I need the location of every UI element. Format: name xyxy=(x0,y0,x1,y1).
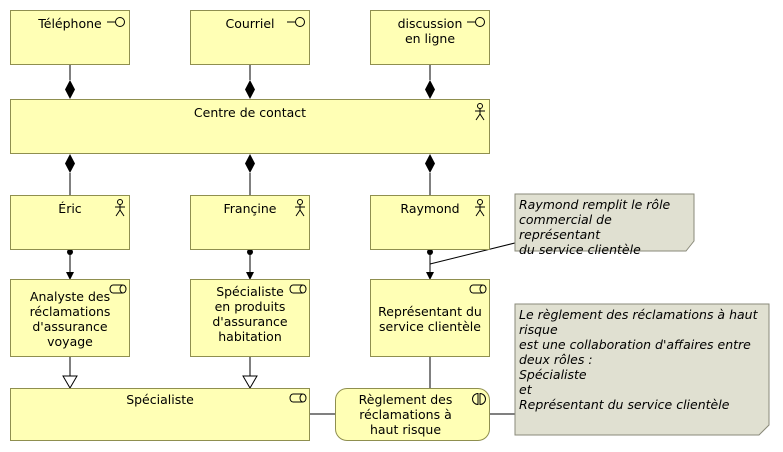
actor-raymond[interactable]: Raymond xyxy=(370,195,490,250)
composition-telephone-centre[interactable] xyxy=(65,64,75,99)
assignment-francine-specialiste[interactable] xyxy=(246,249,254,280)
role-specialiste-label: Spécialiste xyxy=(126,392,194,407)
role-icon xyxy=(289,284,307,294)
collaboration-centre-de-contact[interactable]: Centre de contact xyxy=(10,99,490,154)
actor-icon xyxy=(475,199,485,217)
interface-telephone[interactable]: Téléphone xyxy=(10,10,130,65)
role-icon xyxy=(469,284,487,294)
role-specialiste[interactable]: Spécialiste xyxy=(10,388,310,441)
interaction-reglement-label: Règlement des réclamations à haut risque xyxy=(358,392,453,437)
composition-centre-francine[interactable] xyxy=(245,154,255,195)
note-shape-raymond xyxy=(514,193,695,252)
actor-eric[interactable]: Éric xyxy=(10,195,130,250)
composition-courriel-centre[interactable] xyxy=(245,64,255,99)
interaction-reglement-reclamations[interactable]: Règlement des réclamations à haut risque xyxy=(335,388,490,441)
interface-telephone-label: Téléphone xyxy=(38,16,102,31)
interface-icon xyxy=(287,17,305,27)
role-specialiste-assurance-habitation[interactable]: Spécialiste en produits d'assurance habi… xyxy=(190,279,310,357)
interface-discussion-en-ligne[interactable]: discussion en ligne xyxy=(370,10,490,65)
interface-icon xyxy=(107,17,125,27)
collaboration-centre-label: Centre de contact xyxy=(193,105,307,120)
actor-eric-label: Éric xyxy=(58,201,82,216)
note-reglement-collaboration: Le règlement des réclamations à haut ris… xyxy=(519,307,758,412)
role-icon xyxy=(109,284,127,294)
actor-francine[interactable]: Françine xyxy=(190,195,310,250)
interaction-icon xyxy=(472,392,486,406)
actor-francine-label: Françine xyxy=(223,201,277,216)
composition-centre-eric[interactable] xyxy=(65,154,75,195)
actor-icon xyxy=(115,199,125,217)
role-analyste-reclamations-voyage[interactable]: Analyste des réclamations d'assurance vo… xyxy=(10,279,130,357)
role-representant-label: Représentant du service clientèle xyxy=(378,304,482,334)
interface-courriel-label: Courriel xyxy=(225,16,275,31)
actor-icon xyxy=(295,199,305,217)
interface-courriel[interactable]: Courriel xyxy=(190,10,310,65)
interface-icon xyxy=(467,17,485,27)
note-shape-reglement xyxy=(514,303,770,436)
specialization-analyste-specialiste[interactable] xyxy=(62,357,78,389)
specialization-habitation-specialiste[interactable] xyxy=(242,357,258,389)
assignment-raymond-representant[interactable] xyxy=(426,249,434,280)
interface-discussion-label: discussion en ligne xyxy=(397,16,463,46)
assignment-eric-analyste[interactable] xyxy=(66,249,74,280)
role-representant-service-clientele[interactable]: Représentant du service clientèle xyxy=(370,279,490,357)
actor-raymond-label: Raymond xyxy=(400,201,460,216)
composition-discussion-centre[interactable] xyxy=(425,64,435,99)
role-analyste-label: Analyste des réclamations d'assurance vo… xyxy=(29,289,111,349)
role-specialiste-habitation-label: Spécialiste en produits d'assurance habi… xyxy=(212,284,288,344)
composition-centre-raymond[interactable] xyxy=(425,154,435,195)
role-icon xyxy=(289,393,307,403)
actor-icon xyxy=(475,103,485,121)
note-raymond-role: Raymond remplit le rôle commercial de re… xyxy=(519,197,671,257)
